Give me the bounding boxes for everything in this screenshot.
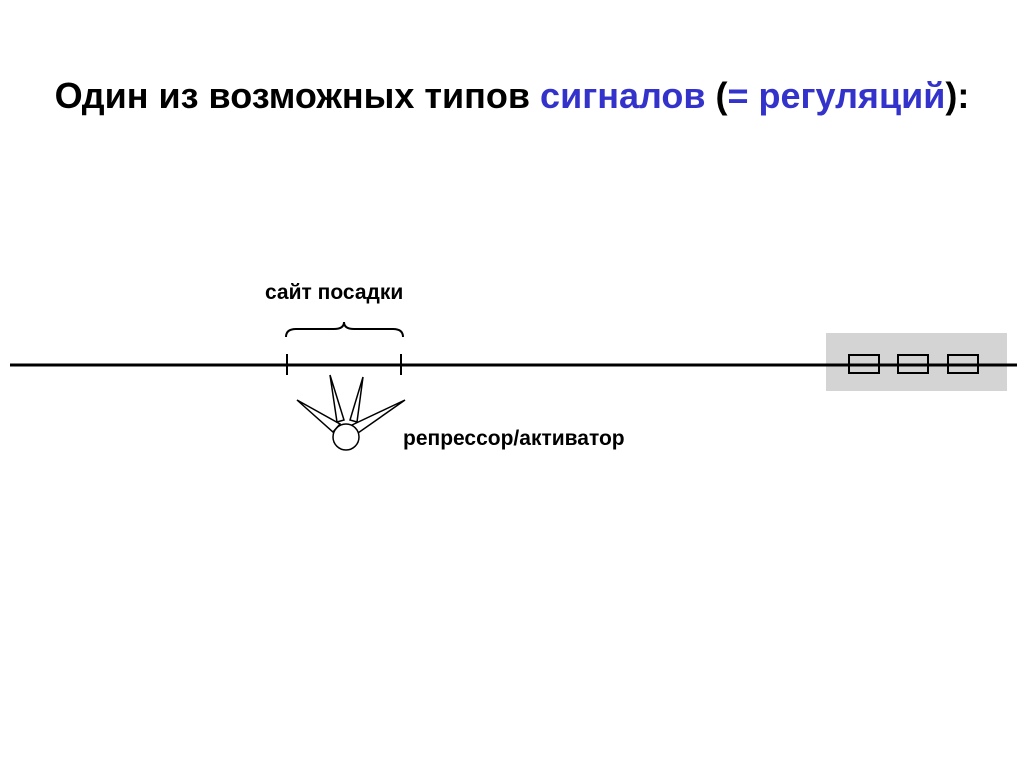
factor-label: репрессор/активатор [403,427,625,450]
gene-block-icon [848,354,979,374]
title-text-3: ): [945,75,970,116]
transcription-factor-icon [296,374,406,451]
binding-site-brace [285,321,404,338]
binding-site-label: сайт посадки [265,281,404,304]
gene-block-2 [897,354,929,374]
title-accent-signals: сигналов [540,75,706,116]
title-accent-regulations: = регуляций [727,75,946,116]
page-title: Один из возможных типов сигналов (= регу… [0,70,1024,122]
gene-block-1 [848,354,880,374]
gene-block-3 [947,354,979,374]
title-text-1: Один из возможных типов [54,75,541,116]
gene-region-box [826,333,1007,391]
title-text-2: ( [705,75,728,116]
